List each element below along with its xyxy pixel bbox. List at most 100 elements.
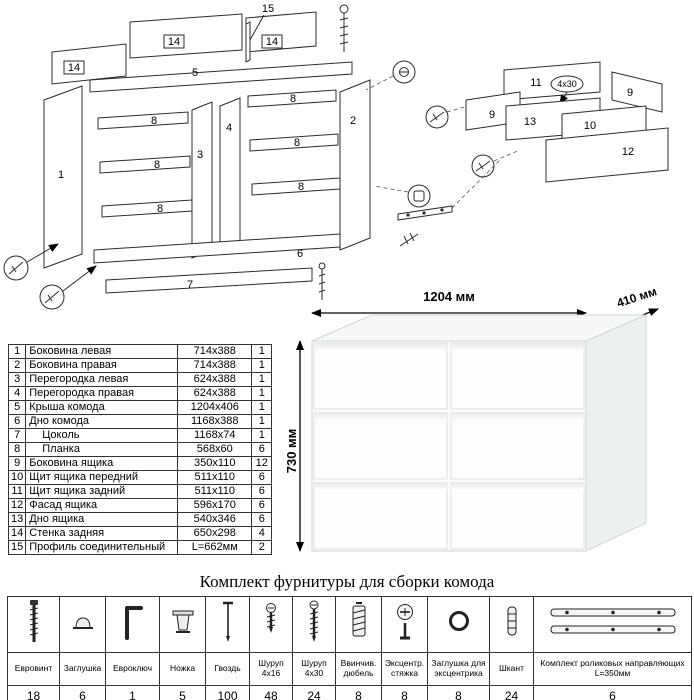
part-name: Перегородка правая bbox=[25, 386, 179, 401]
part-name: Боковина правая bbox=[25, 358, 179, 373]
part-number: 3 bbox=[7, 372, 27, 387]
carcass-exploded-view: 14 14 14 15 5 1 bbox=[43, 3, 371, 300]
part-label-9: 9 bbox=[627, 87, 633, 99]
nail-icon bbox=[205, 596, 250, 653]
part-qty: 1 bbox=[251, 428, 273, 443]
table-row: 2 Боковина правая 714x388 1 bbox=[7, 358, 273, 373]
hardware-name: Заглушка bbox=[59, 652, 106, 686]
part-size: 624x388 bbox=[177, 372, 253, 387]
part-size: 1204x406 bbox=[177, 400, 253, 415]
part-size: 650x298 bbox=[177, 526, 253, 541]
part-number: 15 bbox=[7, 540, 27, 555]
part-qty: 1 bbox=[251, 386, 273, 401]
width-dimension-label: 1204 мм bbox=[423, 289, 475, 304]
hardware-quantities-row: 18 6 1 5 100 48 24 8 8 8 24 6 bbox=[7, 685, 692, 700]
table-row: 15 Профиль соединительный L=662мм 2 bbox=[7, 540, 273, 555]
roller-rails-icon bbox=[533, 596, 692, 653]
table-row: 7 Цоколь 1168x74 1 bbox=[7, 428, 273, 443]
part-name: Цоколь bbox=[25, 428, 179, 443]
part-number: 6 bbox=[7, 414, 27, 429]
hardware-name: Ножка bbox=[159, 652, 206, 686]
part-label-8: 8 bbox=[151, 115, 157, 127]
depth-dimension-label: 410 мм bbox=[615, 284, 659, 310]
part-number: 13 bbox=[7, 512, 27, 527]
part-label-15: 15 bbox=[262, 3, 274, 15]
hardware-qty: 8 bbox=[381, 685, 428, 700]
part-name: Боковина левая bbox=[25, 344, 179, 359]
part-size: 511x110 bbox=[177, 470, 253, 485]
height-dimension-label: 730 мм bbox=[286, 429, 299, 474]
hardware-qty: 6 bbox=[59, 685, 106, 700]
parts-table: 1 Боковина левая 714x388 1 2 Боковина пр… bbox=[7, 344, 273, 555]
table-row: 11 Щит ящика задний 511x110 6 bbox=[7, 484, 273, 499]
hardware-name: Гвоздь bbox=[205, 652, 250, 686]
hardware-kit-title: Комплект фурнитуры для сборки комода bbox=[199, 572, 495, 591]
hardware-name: Заглушка для эксцентрика bbox=[427, 652, 490, 686]
part-name: Боковина ящика bbox=[25, 456, 179, 471]
dowel-pin-icon bbox=[489, 596, 534, 653]
part-number: 8 bbox=[7, 442, 27, 457]
hardware-name: Эксцентр. стяжка bbox=[381, 652, 428, 686]
part-name: Щит ящика передний bbox=[25, 470, 179, 485]
part-size: L=662мм bbox=[177, 540, 253, 555]
part-number: 7 bbox=[7, 428, 27, 443]
part-number: 11 bbox=[7, 484, 27, 499]
table-row: 13 Дно ящика 540x346 6 bbox=[7, 512, 273, 527]
part-qty: 1 bbox=[251, 400, 273, 415]
eurovint-icon bbox=[7, 596, 60, 653]
hardware-name: Ввинчив. дюбель bbox=[335, 652, 382, 686]
part-size: 1168x388 bbox=[177, 414, 253, 429]
part-size: 511x110 bbox=[177, 484, 253, 499]
part-qty: 6 bbox=[251, 484, 273, 499]
table-row: 4 Перегородка правая 624x388 1 bbox=[7, 386, 273, 401]
exploded-assembly-diagram: 14 14 14 15 5 1 bbox=[3, 3, 669, 310]
part-label-11: 11 bbox=[530, 77, 541, 89]
part-label-8: 8 bbox=[157, 203, 163, 215]
part-name: Щит ящика задний bbox=[25, 484, 179, 499]
hardware-name: Шкант bbox=[489, 652, 534, 686]
table-row: 14 Стенка задняя 650x298 4 bbox=[7, 526, 273, 541]
hardware-qty: 6 bbox=[533, 685, 692, 700]
table-row: 3 Перегородка левая 624x388 1 bbox=[7, 372, 273, 387]
part-size: 540x346 bbox=[177, 512, 253, 527]
part-size: 714x388 bbox=[177, 358, 253, 373]
part-number: 9 bbox=[7, 456, 27, 471]
screw-4x30-icon bbox=[292, 596, 336, 653]
part-label-2: 2 bbox=[350, 115, 356, 127]
part-label-8: 8 bbox=[294, 137, 300, 149]
part-number: 4 bbox=[7, 386, 27, 401]
part-number: 14 bbox=[7, 526, 27, 541]
part-label-13: 13 bbox=[524, 116, 536, 128]
part-label-4: 4 bbox=[226, 122, 232, 134]
part-qty: 6 bbox=[251, 442, 273, 457]
part-label-8: 8 bbox=[298, 181, 304, 193]
part-qty: 1 bbox=[251, 414, 273, 429]
part-qty: 1 bbox=[251, 358, 273, 373]
table-row: 1 Боковина левая 714x388 1 bbox=[7, 344, 273, 359]
eccentric-cap-icon bbox=[427, 596, 490, 653]
part-number: 2 bbox=[7, 358, 27, 373]
hardware-name: Шуруп 4x16 bbox=[249, 652, 293, 686]
eccentric-cam-icon bbox=[381, 596, 428, 653]
hardware-qty: 1 bbox=[105, 685, 160, 700]
part-number: 12 bbox=[7, 498, 27, 513]
table-row: 6 Дно комода 1168x388 1 bbox=[7, 414, 273, 429]
hardware-qty: 18 bbox=[7, 685, 60, 700]
part-qty: 4 bbox=[251, 526, 273, 541]
hardware-icons-row bbox=[7, 596, 692, 653]
part-label-9: 9 bbox=[489, 109, 495, 121]
hardware-qty: 24 bbox=[292, 685, 336, 700]
part-number: 10 bbox=[7, 470, 27, 485]
part-size: 350x110 bbox=[177, 456, 253, 471]
screw-size-note: 4x30 bbox=[557, 79, 577, 89]
hardware-names-row: Евровинт Заглушка Евроключ Ножка Гвоздь … bbox=[7, 652, 692, 686]
part-size: 624x388 bbox=[177, 386, 253, 401]
hardware-kit-table: Евровинт Заглушка Евроключ Ножка Гвоздь … bbox=[7, 596, 692, 700]
part-qty: 1 bbox=[251, 372, 273, 387]
part-label-3: 3 bbox=[197, 149, 203, 161]
part-name: Перегородка левая bbox=[25, 372, 179, 387]
eurokey-icon bbox=[105, 596, 160, 653]
part-name: Профиль соединительный bbox=[25, 540, 179, 555]
part-qty: 6 bbox=[251, 512, 273, 527]
